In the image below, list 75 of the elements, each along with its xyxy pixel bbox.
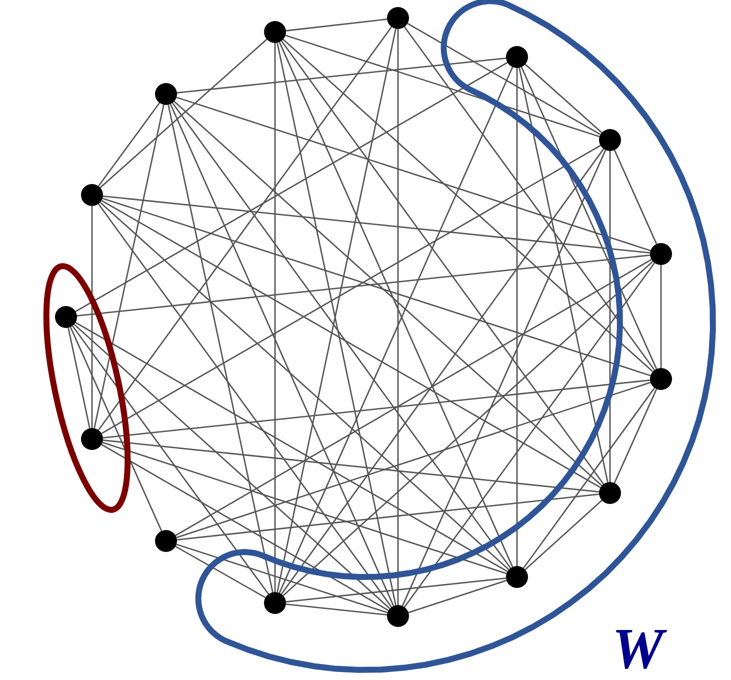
graph-edge (404, 262, 656, 608)
graph-edge (176, 544, 388, 614)
graph-edge (94, 104, 164, 428)
graph-edge (68, 328, 90, 428)
graph-edge (70, 326, 162, 532)
graph-edge (72, 325, 270, 595)
vertex-dot (650, 368, 672, 390)
vertex-dot (599, 129, 621, 151)
graph-edge (100, 202, 510, 570)
graph-edge (614, 150, 658, 244)
graph-edge (101, 444, 389, 612)
graph-edge (101, 200, 601, 488)
graph-edge (286, 577, 506, 603)
graph-edge (102, 195, 650, 254)
graph-edge (168, 104, 274, 592)
graph-edge (91, 206, 93, 428)
graph-edge (176, 382, 651, 538)
graph-edge (609, 151, 611, 482)
graph-edge (102, 439, 600, 493)
vertex-dot (81, 428, 103, 450)
graph-edge (282, 38, 654, 372)
graph-edge (286, 603, 388, 616)
graph-edge (397, 29, 399, 605)
graph-edge (101, 144, 601, 434)
graph-edge (176, 96, 651, 252)
vertex-dot (650, 243, 672, 265)
vertex-dot (264, 21, 286, 43)
graph-edge (402, 150, 606, 606)
graph-edge (524, 500, 602, 570)
graph-edge (520, 66, 658, 370)
graph-edge (274, 43, 276, 592)
vertex-dot (55, 306, 77, 328)
vertex-dot (599, 482, 621, 504)
graph-edge (614, 388, 658, 484)
vertex-dot (264, 592, 286, 614)
enclosing-oval (43, 263, 131, 513)
graph-edge (408, 580, 507, 614)
vertex-dot (155, 83, 177, 105)
graph-edge (102, 198, 651, 376)
graph-edge (516, 68, 518, 566)
vertex-dot (506, 566, 528, 588)
graph-edge (407, 22, 601, 136)
graph-edge (98, 26, 392, 431)
enclosing-loop (195, 0, 716, 673)
graph-edge (524, 64, 602, 134)
graph-edge (102, 379, 650, 439)
graph-edge (280, 148, 604, 594)
graph-edge (175, 546, 266, 598)
graph-edge (286, 18, 388, 32)
vertex-dot (81, 184, 103, 206)
graph-edge (660, 265, 662, 368)
graph-edge (518, 68, 608, 482)
graph-edge (280, 40, 604, 485)
graph-edge (170, 104, 394, 606)
graph-edge (176, 493, 600, 541)
graph-edge (75, 62, 508, 312)
graph-edge (102, 442, 507, 574)
graph-edge (175, 258, 652, 536)
graph-edge (282, 260, 654, 596)
graph-edge (76, 254, 650, 317)
graph-edge (174, 100, 602, 486)
vertex-dot (155, 530, 177, 552)
graph-edge (98, 203, 392, 608)
vertex-dot (387, 605, 409, 627)
vertex-dot (387, 7, 409, 29)
graph-edge (285, 34, 600, 138)
vertex-dot (506, 46, 528, 68)
graph-edge (522, 387, 656, 569)
graph-edge (75, 322, 508, 572)
graph-edge (404, 26, 656, 371)
graph-edge (74, 324, 390, 610)
graph-edge (172, 102, 512, 569)
graph-edge (176, 57, 506, 94)
graph-edge (98, 102, 160, 187)
graph-edge (100, 38, 268, 188)
